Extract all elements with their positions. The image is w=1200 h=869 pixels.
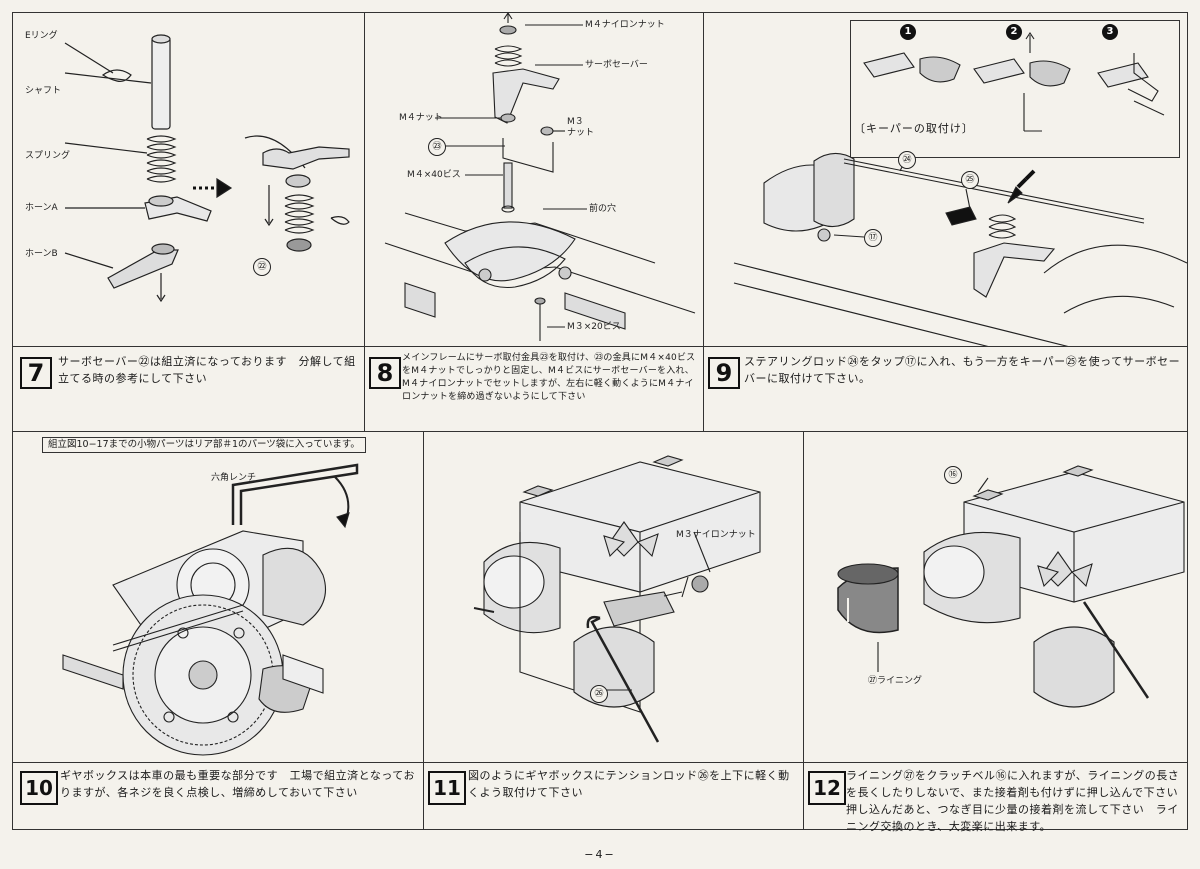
step12-illustration: ⑯ ㉗ライニング <box>804 432 1187 762</box>
caption-line-bottom <box>12 762 1188 763</box>
frame-line-top <box>12 12 1188 13</box>
divider-2 <box>703 12 704 432</box>
divider-1 <box>364 12 365 432</box>
clutch-lining-drawing <box>837 465 1185 708</box>
servo-saver-exploded-drawing <box>64 34 350 303</box>
label-m3-nut: M３ ナット <box>567 117 595 138</box>
step-number-10: 10 <box>20 771 58 805</box>
page-number: −4− <box>584 848 616 861</box>
label-spring: スプリング <box>25 151 71 161</box>
part-number-106: ⑯ <box>944 466 962 484</box>
step9-instruction: ステアリングロッド㉔をタップ⑰に入れ、もう一方をキーパー㉕を使ってサーボセーバー… <box>744 355 1181 385</box>
gearbox-drawing <box>62 463 359 756</box>
label-shaft: シャフト <box>25 86 62 96</box>
part-number-17: ⑰ <box>864 229 882 247</box>
caption-line-top <box>12 346 1188 347</box>
label-front-hole: 前の穴 <box>589 204 617 214</box>
label-m4-nut: M４ナット <box>399 113 443 123</box>
part-number-25: ㉕ <box>961 171 979 189</box>
divider-4 <box>803 431 804 830</box>
frame-line-mid <box>12 431 1188 432</box>
divider-3 <box>423 431 424 830</box>
label-m3x20-screw: M３×20ビス <box>567 322 621 332</box>
part-number-24: ㉔ <box>898 151 916 169</box>
label-m4-nylon-nut: M４ナイロンナット <box>585 20 665 30</box>
step10-instruction: ギヤボックスは本車の最も重要な部分です 工場で組立済となっておりますが、各ネジを… <box>60 769 415 799</box>
frame-line-right <box>1187 12 1188 830</box>
step-number-7: 7 <box>20 357 52 389</box>
step10-illustration: 六角レンチ <box>13 455 423 761</box>
step8-illustration: M４ナイロンナット サーボセーバー M４ナット M３ ナット ㉓ M４×40ビス… <box>365 13 703 346</box>
step-number-11: 11 <box>428 771 466 805</box>
inset-title: 〔キーパーの取付け〕 <box>854 122 974 135</box>
step7-illustration: Eリング シャフト スプリング ホーンA ホーンB ㉒ <box>13 13 364 346</box>
label-horn-a: ホーンA <box>25 203 58 213</box>
step11-illustration: M３ナイロンナット ㉖ <box>424 432 803 762</box>
small-parts-note: 組立図10−17までの小物パーツはリア部＃1のパーツ袋に入っています。 <box>42 437 366 453</box>
frame-line-bottom <box>12 829 1188 830</box>
label-servo-saver: サーボセーバー <box>585 60 648 70</box>
part-number-23: ㉓ <box>428 138 446 156</box>
step8-instruction: メインフレームにサーボ取付金具㉓を取付け、㉓の金具にM４×40ビスをM４ナットで… <box>402 353 696 402</box>
step11-instruction: 図のようにギヤボックスにテンションロッド㉖を上下に軽く動くよう取付けて下さい <box>468 769 790 799</box>
frame-line-left <box>12 12 13 830</box>
part-number-26: ㉖ <box>590 685 608 703</box>
step-number-12: 12 <box>808 771 846 805</box>
servo-mount-drawing <box>384 13 696 341</box>
step7-instruction: サーボセーバー㉒は組立済になっております 分解して組立てる時の参考にして下さい <box>58 355 356 385</box>
tension-rod-drawing <box>473 455 761 743</box>
step9-illustration: 1 2 3 〔キーパーの取付け〕 <box>704 13 1187 346</box>
label-hex-wrench: 六角レンチ <box>211 473 257 483</box>
inset-badge-2: 2 <box>1006 24 1022 40</box>
part-number-22: ㉒ <box>253 258 271 276</box>
steering-rod-drawing <box>733 32 1187 346</box>
label-lining: ㉗ライニング <box>868 676 923 686</box>
inset-badge-3: 3 <box>1102 24 1118 40</box>
label-e-ring: Eリング <box>25 31 58 41</box>
step-number-8: 8 <box>369 357 401 389</box>
label-horn-b: ホーンB <box>25 249 58 259</box>
label-m4x40-screw: M４×40ビス <box>407 170 461 180</box>
step12-instruction: ライニング㉗をクラッチベル⑯に入れますが、ライニングの長さを長くしたりしないで、… <box>846 769 1190 833</box>
label-m3-nylon-nut: M３ナイロンナット <box>676 530 756 540</box>
step-number-9: 9 <box>708 357 740 389</box>
keeper-inset-box <box>850 20 1180 158</box>
inset-badge-1: 1 <box>900 24 916 40</box>
